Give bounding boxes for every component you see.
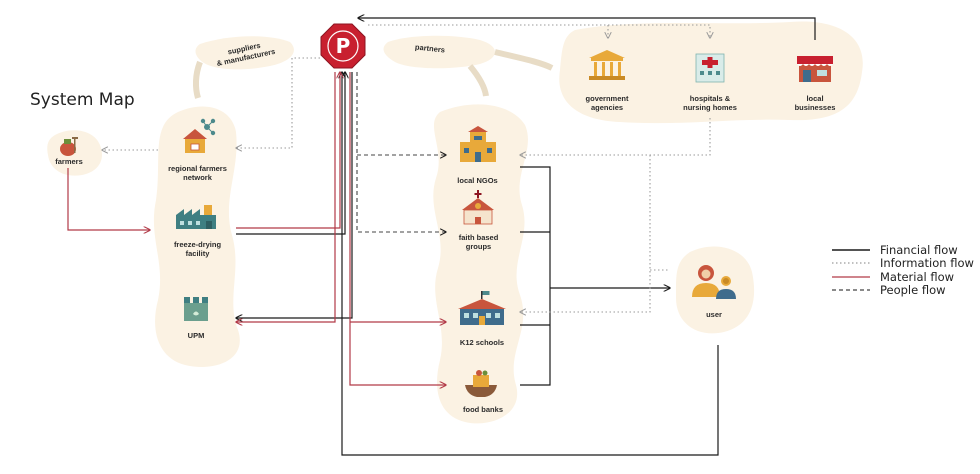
node-regional-farmers-network: regional farmers network [168,164,227,182]
node-farmers: farmers [55,157,83,166]
supply-chain-cluster [153,106,240,367]
suppliers-tag-shape [195,36,294,70]
legend-item-material: Material flow [832,270,974,284]
legend-label-information: Information flow [880,256,974,271]
material-flow-line [236,72,340,229]
farmers-icon [60,137,78,156]
government-building-icon [589,50,625,80]
financial-flow-line [520,166,551,386]
node-local-businesses: local businesses [794,94,836,112]
node-food-banks: food banks [462,405,503,414]
node-freeze-drying-facility: freeze-drying facility [173,240,222,258]
school-icon [458,291,506,325]
user-avatar-icon [692,265,736,299]
node-faith-based-groups: faith based groups [458,233,499,251]
material-flow-line [236,72,336,322]
node-government-agencies: government agencies [585,94,629,112]
legend-item-information: Information flow [832,256,974,271]
node-hospitals-nursing-homes: hospitals & nursing homes [683,94,737,112]
legend-label-material: Material flow [880,269,955,284]
legend-swatch-financial [832,249,870,251]
node-local-ngos: local NGOs [457,176,498,185]
legend-swatch-material [832,276,870,278]
legend-label-people: People flow [880,283,946,298]
suppliers-tag-arrow [192,60,203,99]
legend-item-financial: Financial flow [832,243,974,257]
material-flow-line [67,168,150,230]
financial-flow-line [236,72,345,235]
node-user: user [706,310,722,319]
page-title: System Map [30,90,135,110]
hub-inner-ring [327,30,359,62]
hub-logo: P [320,23,366,69]
church-icon [462,190,494,225]
legend: Financial flow Information flow Material… [832,243,974,297]
information-flow-line [236,57,320,148]
upm-icon [184,297,208,321]
financial-flow-line [342,72,719,456]
hospital-icon [695,53,725,83]
farm-network-icon [183,118,216,153]
financial-flow-line [236,72,353,318]
people-flows [356,72,446,232]
information-flow-line [520,118,711,155]
legend-swatch-information [832,262,870,264]
material-flow-line [349,72,446,385]
legend-label-financial: Financial flow [880,242,958,257]
factory-icon [176,205,216,229]
material-flows [67,72,446,385]
legend-swatch-people [832,289,870,291]
hub-letter: P [336,34,351,58]
partners-tag-shape [383,35,495,69]
node-upm: UPM [187,331,205,340]
information-flows [102,24,711,312]
node-k12-schools: K12 schools [459,338,505,347]
community-cluster [433,104,528,424]
people-flow-line [356,72,446,232]
partners-tag-arrow-2 [467,64,489,97]
information-flow-line [520,155,651,312]
financial-flows [236,18,816,456]
legend-item-people: People flow [832,283,974,298]
food-bank-icon [465,370,497,397]
storefront-icon [797,56,833,82]
ngo-building-icon [460,126,496,162]
financial-flow-line [358,18,816,40]
partners-tag-arrow [494,49,554,71]
